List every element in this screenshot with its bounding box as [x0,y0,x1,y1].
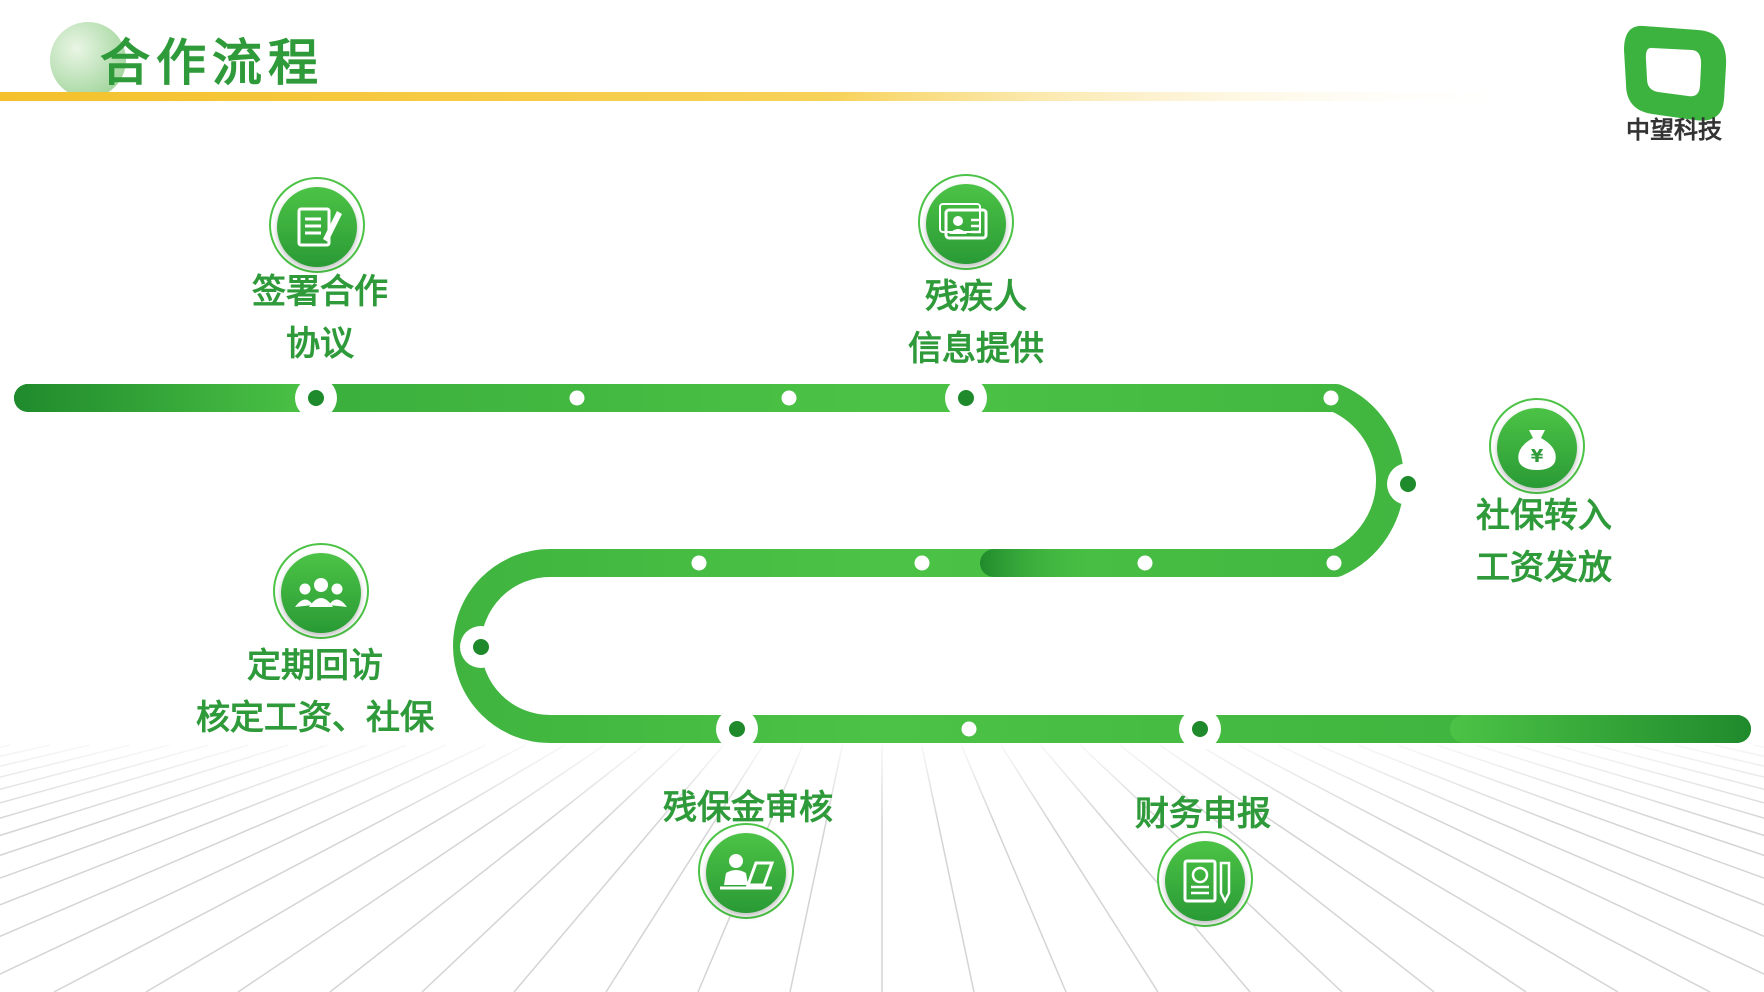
step-label-line: 核定工资、社保 [196,698,434,738]
path-marker-minor [961,721,977,737]
id-card-icon [918,174,1014,270]
path-marker-minor [1326,555,1342,571]
step-label-line: 残疾人 [925,277,1027,317]
path-markers [295,377,1429,750]
path-marker-core [729,721,745,737]
path-marker-core [308,390,324,406]
step-label-sign-agreement: 签署合作 协议 [220,266,420,370]
step-label-social-insurance: 社保转入 工资发放 [1444,490,1644,594]
step-label-line: 定期回访 [247,646,383,686]
path-marker-minor [691,555,707,571]
step-label-line: 工资发放 [1476,548,1612,588]
floor-fade [0,730,1764,992]
page-title: 合作流程 [100,34,324,92]
title-decor-circle [50,22,126,98]
document-pen-icon [269,177,365,273]
step-label-finance-report: 财务申报 [1103,788,1303,840]
title-underline-bar [0,92,1520,101]
process-path [14,384,1751,743]
path-marker-minor [781,390,797,406]
step-icons: ¥ [269,174,1585,927]
step-label-line: 信息提供 [908,329,1044,369]
step-label-disabled-info: 残疾人 信息提供 [876,271,1076,375]
step-label-line: 社保转入 [1476,496,1612,536]
path-marker-minor [1137,555,1153,571]
rounded-square-o-logo-icon [1624,25,1727,121]
step-label-line: 财务申报 [1135,794,1271,834]
brand-name: 中望科技 [1626,116,1722,144]
people-group-icon [273,543,369,639]
step-label-regular-visit: 定期回访 核定工资、社保 [170,640,460,744]
path-marker-minor [914,555,930,571]
svg-text:¥: ¥ [1531,446,1544,467]
step-label-line: 签署合作 [252,272,388,312]
money-bag-icon: ¥ [1489,398,1585,494]
path-marker-minor [1323,390,1339,406]
path-marker-core [1192,721,1208,737]
step-label-line: 协议 [286,324,354,364]
path-marker-minor [569,390,585,406]
finance-report-icon [1157,831,1253,927]
step-label-line: 残保金审核 [663,788,833,828]
path-marker-core [958,390,974,406]
step-label-levy-review: 残保金审核 [638,782,858,834]
path-marker-core [1400,476,1416,492]
person-laptop-icon [698,823,794,919]
path-marker-core [473,639,489,655]
